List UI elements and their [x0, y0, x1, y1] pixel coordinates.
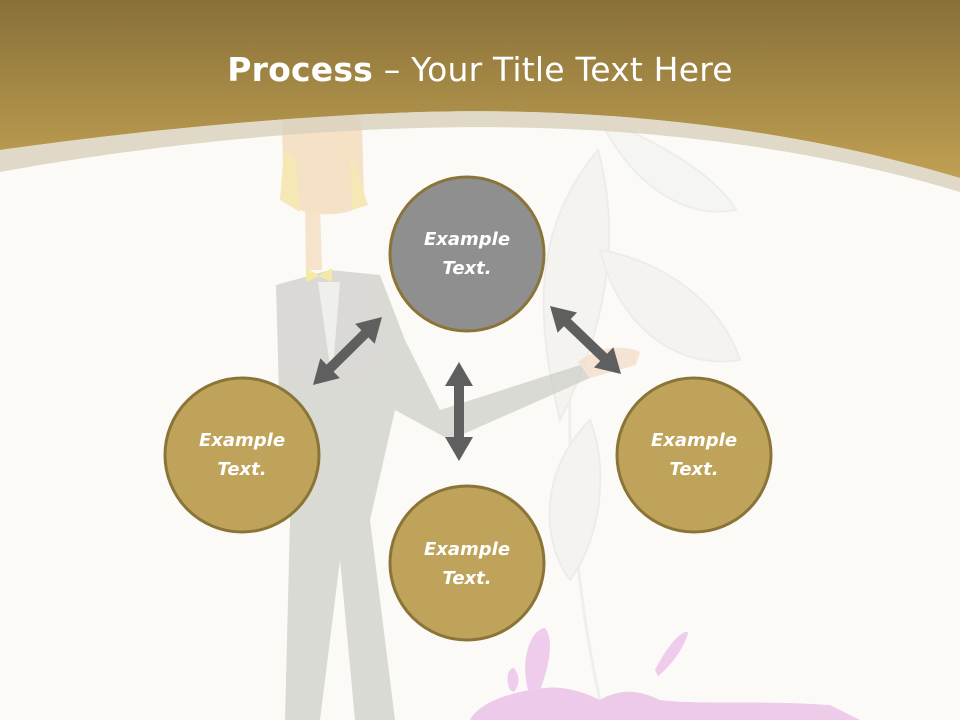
plant-illustration [542, 118, 742, 701]
title-regular: – Your Title Text Here [373, 50, 733, 89]
node-top-circle [388, 175, 546, 333]
pink-splash [470, 628, 860, 720]
node-left-line1: Example [198, 430, 286, 451]
node-right-label: Example Text. [616, 426, 772, 484]
node-top-line1: Example [423, 229, 511, 250]
arrow-right-top [550, 306, 621, 374]
arrow-left-top [313, 317, 382, 385]
header-curve-shadow [0, 111, 960, 192]
node-right-circle [615, 376, 773, 534]
arrow-center-vertical [445, 362, 473, 461]
node-bottom-line1: Example [423, 539, 511, 560]
node-bottom-label: Example Text. [389, 535, 545, 593]
node-bottom-circle [388, 484, 546, 642]
arrows-group [313, 306, 621, 461]
node-left-circle [163, 376, 321, 534]
node-right-line1: Example [650, 430, 738, 451]
node-right-line2: Text. [669, 459, 719, 480]
title-bold: Process [227, 50, 374, 89]
node-top-label: Example Text. [389, 225, 545, 283]
slide-title: Process – Your Title Text Here [0, 50, 960, 89]
man-illustration [276, 106, 640, 720]
header-band [0, 0, 960, 178]
node-bottom-line2: Text. [442, 568, 492, 589]
node-left-label: Example Text. [164, 426, 320, 484]
node-left-line2: Text. [217, 459, 267, 480]
node-top-line2: Text. [442, 258, 492, 279]
